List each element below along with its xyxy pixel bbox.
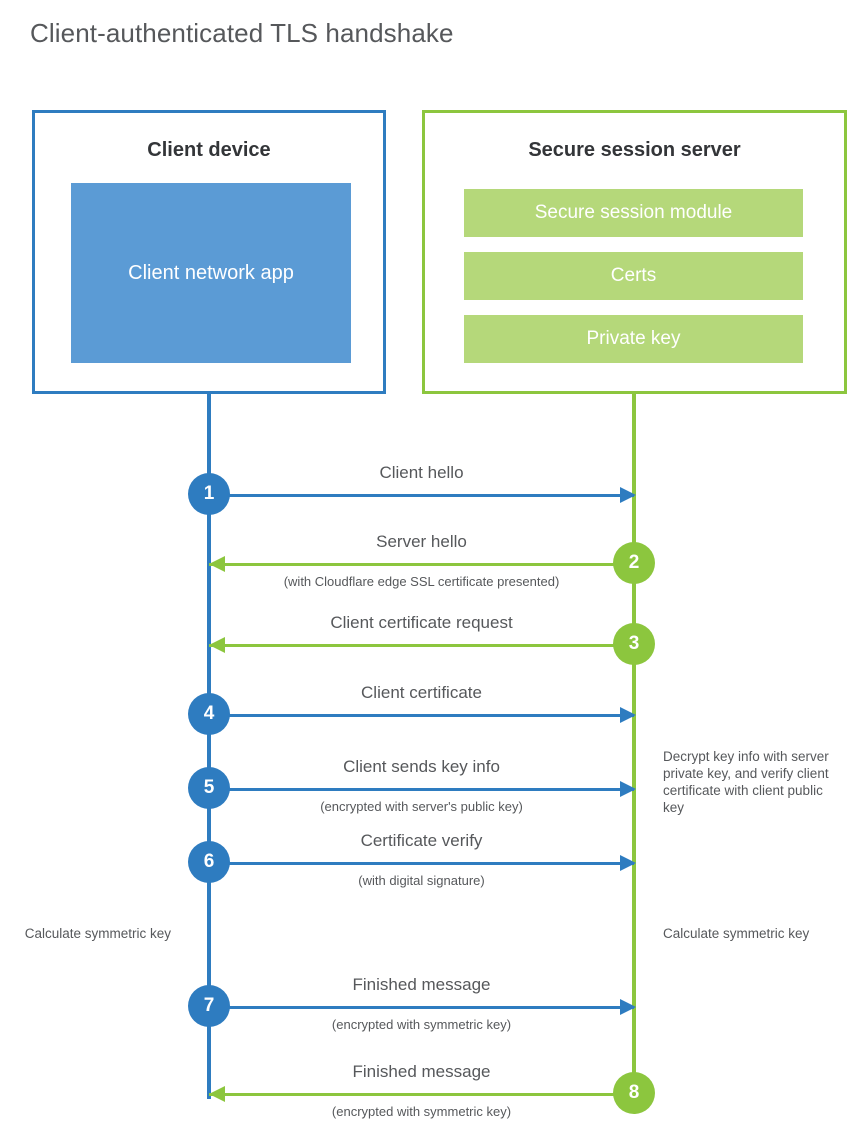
message-5-sub: (encrypted with server's public key)	[320, 799, 523, 814]
message-1-arrow	[209, 494, 634, 497]
arrow-right-icon	[620, 487, 636, 503]
message-7-sub: (encrypted with symmetric key)	[331, 1017, 512, 1032]
message-4-label: Client certificate	[361, 683, 482, 702]
arrow-left-icon	[209, 637, 225, 653]
arrow-right-icon	[620, 781, 636, 797]
server-component-certs: Certs	[464, 252, 803, 300]
client-device-title: Client device	[147, 139, 271, 161]
arrow-left-icon	[209, 1086, 225, 1102]
message-8-arrow	[209, 1093, 634, 1096]
step-badge-4: 4	[188, 693, 230, 735]
arrow-right-icon	[620, 999, 636, 1015]
message-2-arrow	[209, 563, 634, 566]
client-device-box: Client device Client network app	[32, 110, 386, 394]
step-badge-1: 1	[188, 473, 230, 515]
message-8-label: Finished message	[352, 1062, 491, 1081]
message-4-arrow	[209, 714, 634, 717]
secure-session-server-title: Secure session server	[528, 139, 741, 161]
message-6-label: Certificate verify	[360, 831, 483, 850]
message-1-label: Client hello	[379, 463, 464, 482]
arrow-left-icon	[209, 556, 225, 572]
server-lifeline	[632, 393, 636, 1093]
note-client-calculate-symmetric-key: Calculate symmetric key	[24, 926, 171, 941]
note-server-decrypt: Decrypt key info with server private key…	[663, 749, 829, 815]
message-3-label: Client certificate request	[330, 613, 513, 632]
message-2-sub: (with Cloudflare edge SSL certificate pr…	[283, 574, 560, 589]
step-badge-5: 5	[188, 767, 230, 809]
message-8-sub: (encrypted with symmetric key)	[331, 1104, 512, 1119]
server-component-secure-session-module: Secure session module	[464, 189, 803, 237]
step-badge-8: 8	[613, 1072, 655, 1114]
step-badge-6: 6	[188, 841, 230, 883]
step-badge-2: 2	[613, 542, 655, 584]
step-badge-3: 3	[613, 623, 655, 665]
step-badge-7: 7	[188, 985, 230, 1027]
message-6-sub: (with digital signature)	[358, 873, 485, 888]
message-6-arrow	[209, 862, 634, 865]
message-5-arrow	[209, 788, 634, 791]
server-component-private-key: Private key	[464, 315, 803, 363]
arrow-right-icon	[620, 855, 636, 871]
message-7-label: Finished message	[352, 975, 491, 994]
client-network-app-block: Client network app	[71, 183, 351, 363]
note-server-calculate-symmetric-key: Calculate symmetric key	[663, 926, 810, 941]
page-title: Client-authenticated TLS handshake	[30, 18, 454, 48]
client-lifeline	[207, 393, 211, 1099]
message-5-label: Client sends key info	[343, 757, 500, 776]
message-2-label: Server hello	[376, 532, 467, 551]
secure-session-server-box: Secure session server Secure session mod…	[422, 110, 847, 394]
arrow-right-icon	[620, 707, 636, 723]
message-7-arrow	[209, 1006, 634, 1009]
message-3-arrow	[209, 644, 634, 647]
